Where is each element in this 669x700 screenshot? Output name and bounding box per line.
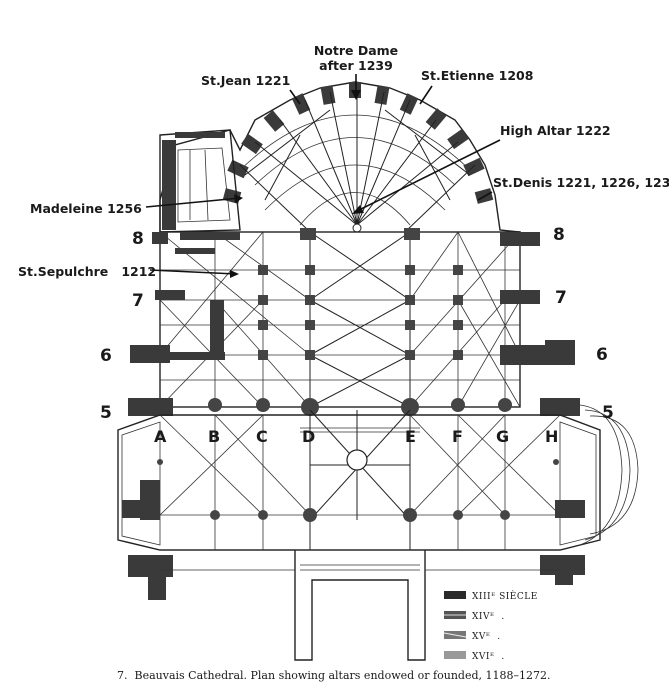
altar-st-etienne: St.Etienne 1208 (419, 68, 533, 105)
radiating-chapels (222, 82, 494, 204)
bay-numbers-left: 8 7 6 5 (100, 229, 144, 423)
column-letter-c: C (256, 427, 268, 446)
side-walls (128, 232, 580, 416)
transept (117, 404, 639, 551)
legend-swatch-16th (444, 651, 466, 659)
altar-label-st-sepulchre: St.Sepulchre 1212 (18, 264, 156, 279)
bay-numbers-right: 8 7 6 5 (553, 225, 614, 423)
altar-madeleine: Madeleine 1256 (30, 194, 243, 216)
arrow-st-sepulchre (149, 269, 237, 275)
altar-st-jean: St.Jean 1221 (201, 73, 301, 105)
altar-label-st-jean: St.Jean 1221 (201, 73, 290, 88)
column-letter-e: E (405, 427, 416, 446)
arrow-st-etienne (419, 85, 433, 105)
altar-label-notre-dame-line2: after 1239 (319, 58, 393, 73)
altar-high-altar: High Altar 1222 (352, 123, 611, 214)
legend: XIIIᴱ SIÈCLE XIVᴱ . XVᴱ . XVIᴱ . (443, 590, 538, 662)
altar-label-st-etienne: St.Etienne 1208 (421, 68, 533, 83)
legend-label-16th: XVIᴱ . (472, 652, 505, 662)
arrow-st-denis (477, 191, 493, 201)
column-letter-g: G (496, 427, 509, 446)
column-letter-b: B (208, 427, 220, 446)
bay-number-left-6: 6 (100, 346, 112, 366)
column-letters: A B C D E F G H (154, 427, 558, 446)
arrow-madeleine (145, 197, 241, 208)
column-letter-d: D (302, 427, 315, 446)
chevet-outline (159, 81, 521, 240)
bay-number-right-6: 6 (596, 345, 608, 365)
column-letter-a: A (154, 427, 167, 446)
column-letter-f: F (452, 427, 463, 446)
column-letter-h: H (545, 427, 558, 446)
bay-number-left-8: 8 (132, 229, 144, 249)
figure-caption: 7. Beauvais Cathedral. Plan showing alta… (117, 669, 550, 682)
choir-vault-ribs (239, 90, 476, 233)
arrow-st-jean (289, 89, 301, 105)
bay-number-right-8: 8 (553, 225, 565, 245)
sacristy (159, 129, 241, 233)
legend-label-13th: XIIIᴱ SIÈCLE (472, 590, 538, 602)
altar-label-high-altar: High Altar 1222 (500, 123, 611, 138)
legend-swatch-13th (444, 591, 466, 599)
altar-st-sepulchre: St.Sepulchre 1212 (18, 264, 239, 279)
legend-label-14th: XIVᴱ . (472, 612, 505, 622)
arrow-high-altar (354, 139, 501, 213)
transept-walls (122, 480, 585, 600)
choir-piers (208, 228, 512, 416)
altar-notre-dame: Notre Dame after 1239 (314, 43, 398, 100)
bay-number-left-7: 7 (132, 291, 144, 311)
altar-label-st-denis: St.Denis 1221, 1226, 1238 (493, 175, 669, 190)
bay-number-left-5: 5 (100, 403, 112, 423)
bay-number-right-7: 7 (555, 288, 567, 308)
legend-label-15th: XVᴱ . (472, 632, 501, 642)
altar-label-madeleine: Madeleine 1256 (30, 201, 142, 216)
altar-st-denis: St.Denis 1221, 1226, 1238 (477, 175, 669, 201)
bay-number-right-5: 5 (602, 403, 614, 423)
nave-stub (160, 549, 560, 661)
altar-label-notre-dame-line1: Notre Dame (314, 43, 398, 58)
